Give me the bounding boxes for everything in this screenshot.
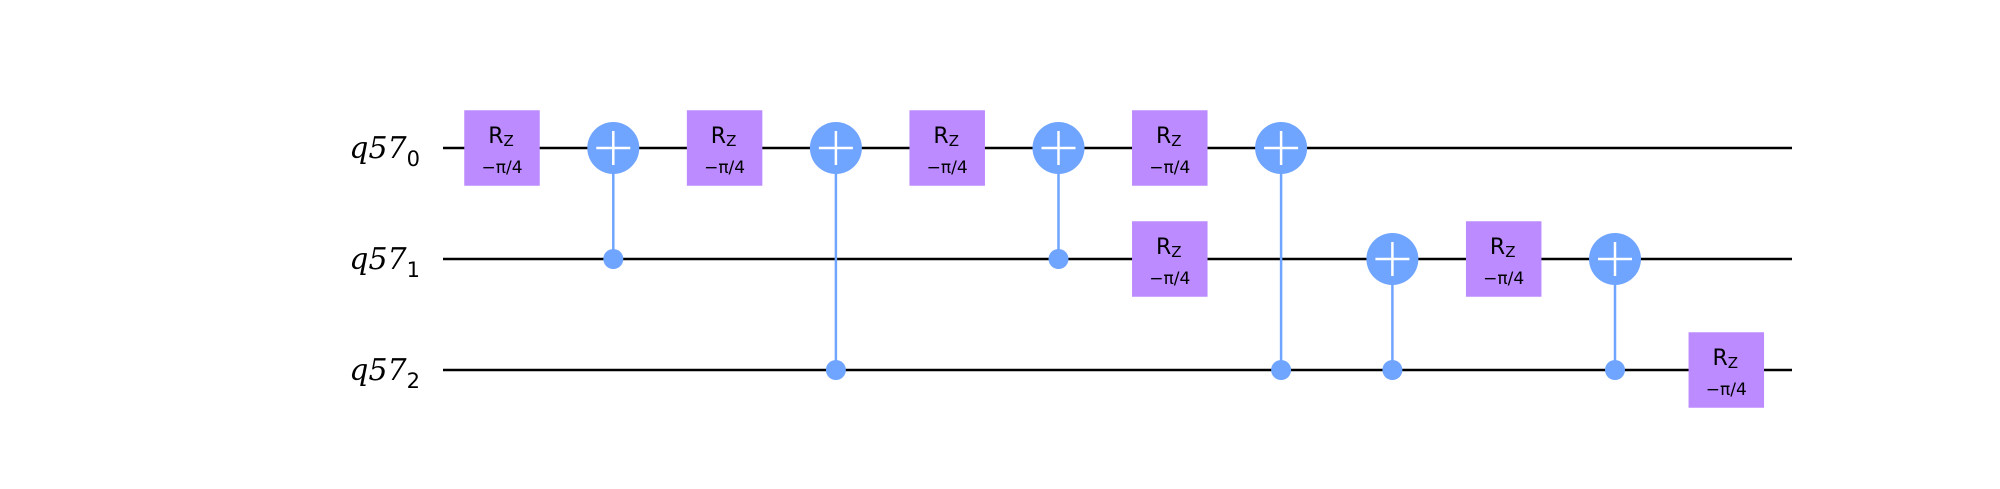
- cnot-control-dot: [1271, 360, 1292, 380]
- rz-gate-label: RZ: [488, 124, 514, 150]
- qubit-index: 0: [407, 147, 420, 171]
- cnot-control-dot: [1382, 360, 1403, 380]
- qubit-name: q57: [349, 242, 407, 277]
- rz-gate-name: R: [1156, 235, 1171, 260]
- rz-gate[interactable]: RZ −π/4: [686, 110, 763, 186]
- cnot-gate[interactable]: [1032, 122, 1085, 269]
- rz-gate-box: [686, 110, 763, 186]
- rz-gate-box: [464, 110, 540, 186]
- rz-gate-param: −π/4: [1149, 158, 1190, 178]
- rz-gate-box: [909, 110, 985, 186]
- rz-gate-name: R: [1713, 346, 1728, 371]
- qubit-index: 1: [407, 258, 420, 282]
- cnot-control-dot: [825, 360, 846, 380]
- rz-gate-name-sub: Z: [1505, 243, 1515, 261]
- rz-gate-label: RZ: [1156, 124, 1182, 150]
- rz-gate-name-sub: Z: [949, 132, 959, 150]
- rz-gate-name: R: [711, 124, 726, 149]
- qubit-label-1: q571: [349, 242, 420, 282]
- rz-gate-name-sub: Z: [504, 132, 514, 150]
- rz-gate-name: R: [933, 124, 948, 149]
- rz-gate-name-sub: Z: [1171, 132, 1181, 150]
- rz-gate-name: R: [488, 124, 503, 149]
- rz-gate-param: −π/4: [927, 158, 968, 178]
- rz-gate-box: [1132, 221, 1208, 297]
- cnot-gate[interactable]: [587, 122, 640, 269]
- gate-operations: RZ−π/4RZ−π/4RZ−π/4RZ−π/4RZ−π/4RZ−π/4RZ−π…: [464, 110, 1765, 408]
- rz-gate-name: R: [1156, 124, 1171, 149]
- rz-gate[interactable]: RZ −π/4: [1132, 221, 1208, 297]
- rz-gate-label: RZ: [933, 124, 959, 150]
- cnot-gate[interactable]: [1255, 122, 1308, 380]
- rz-gate[interactable]: RZ −π/4: [909, 110, 985, 186]
- cnot-gate[interactable]: [809, 122, 862, 380]
- rz-gate-box: [1688, 332, 1765, 408]
- rz-gate-box: [1465, 221, 1542, 297]
- rz-gate-param: −π/4: [1706, 380, 1747, 400]
- rz-gate[interactable]: RZ −π/4: [1688, 332, 1765, 408]
- rz-gate-param: −π/4: [481, 158, 522, 178]
- qubit-name: q57: [349, 131, 407, 166]
- qubit-index: 2: [407, 369, 420, 393]
- rz-gate-name-sub: Z: [1728, 354, 1738, 372]
- rz-gate-label: RZ: [1490, 235, 1516, 261]
- rz-gate-label: RZ: [1156, 235, 1182, 261]
- rz-gate-param: −π/4: [1483, 269, 1524, 289]
- rz-gate-label: RZ: [1713, 346, 1739, 372]
- rz-gate-name-sub: Z: [1171, 243, 1181, 261]
- cnot-gate[interactable]: [1589, 233, 1641, 380]
- rz-gate-label: RZ: [711, 124, 737, 150]
- rz-gate-name-sub: Z: [726, 132, 736, 150]
- qubit-wires: [443, 146, 1792, 372]
- cnot-control-dot: [1605, 360, 1625, 380]
- qubit-label-2: q572: [349, 353, 420, 393]
- cnot-control-dot: [603, 249, 624, 269]
- rz-gate[interactable]: RZ −π/4: [464, 110, 540, 186]
- rz-gate-name: R: [1490, 235, 1505, 260]
- qubit-name: q57: [349, 353, 407, 388]
- rz-gate-param: −π/4: [1149, 269, 1190, 289]
- rz-gate[interactable]: RZ −π/4: [1132, 110, 1208, 186]
- rz-gate-param: −π/4: [704, 158, 745, 178]
- cnot-gate[interactable]: [1366, 233, 1419, 380]
- rz-gate-box: [1132, 110, 1208, 186]
- rz-gate[interactable]: RZ −π/4: [1465, 221, 1542, 297]
- cnot-control-dot: [1048, 249, 1069, 269]
- qubit-label-0: q570: [349, 131, 420, 171]
